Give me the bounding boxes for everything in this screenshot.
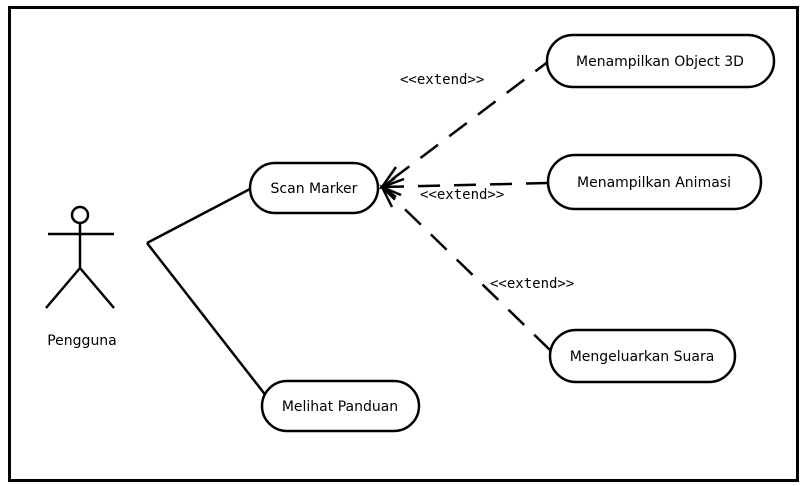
use-case-label-menampilkan-animasi: Menampilkan Animasi (577, 175, 731, 191)
extend-label-animasi: <<extend>> (420, 187, 504, 203)
use-case-label-melihat-panduan: Melihat Panduan (282, 399, 398, 415)
use-case-label-mengeluarkan-suara: Mengeluarkan Suara (570, 349, 715, 365)
use-case-label-menampilkan-object-3d: Menampilkan Object 3D (576, 54, 744, 70)
use-case-menampilkan-object-3d (545, 33, 776, 89)
extend-arrowheads (378, 166, 405, 208)
use-case-scan-marker (248, 161, 380, 215)
use-case-melihat-panduan (260, 379, 421, 433)
actor-left-leg (45, 267, 81, 309)
actor-label: Pengguna (47, 333, 117, 349)
use-case-menampilkan-animasi (546, 153, 763, 211)
extend-label-object-3d: <<extend>> (400, 72, 484, 88)
association-melihat-panduan (146, 242, 268, 398)
actor-pengguna (45, 205, 115, 309)
extend-line-animasi (381, 181, 549, 189)
actor-right-leg (79, 267, 115, 309)
extend-label-suara: <<extend>> (490, 276, 574, 292)
actor-head (70, 205, 90, 225)
use-case-mengeluarkan-suara (548, 328, 737, 384)
extend-line-suara (381, 186, 551, 351)
use-case-label-scan-marker: Scan Marker (271, 181, 358, 197)
association-scan-marker (146, 187, 251, 245)
